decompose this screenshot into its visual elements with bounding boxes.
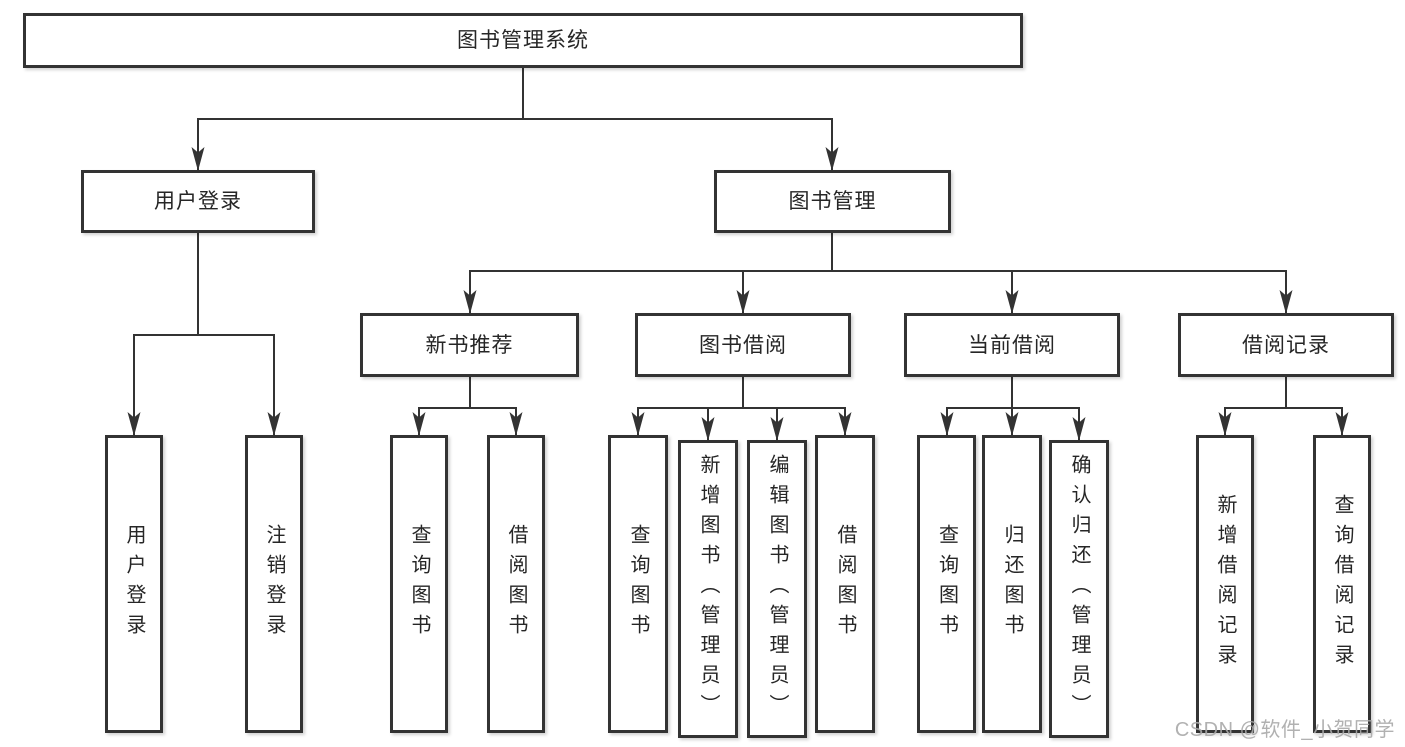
node-label: 编辑图书（管理员） [766, 454, 788, 724]
node-borrowing-records: 借阅记录 [1178, 313, 1394, 377]
node-label: 归还图书 [1001, 524, 1023, 644]
node-label: 当前借阅 [968, 333, 1056, 357]
node-label: 新增借阅记录 [1214, 494, 1236, 674]
node-label: 新增图书（管理员） [697, 454, 719, 724]
node-book-management: 图书管理 [714, 170, 951, 233]
node-new-book-recommend: 新书推荐 [360, 313, 579, 377]
node-leaf-edit-books-admin: 编辑图书（管理员） [747, 440, 807, 738]
node-label: 借阅图书 [505, 524, 527, 644]
csdn-watermark: CSDN @软件_小贺同学 [1174, 719, 1395, 741]
node-label: 图书管理 [788, 190, 877, 213]
node-label: 查询图书 [408, 524, 430, 644]
node-label: 图书借阅 [699, 333, 787, 357]
node-label: 查询图书 [935, 524, 958, 644]
node-leaf-query-books: 查询图书 [608, 435, 668, 733]
node-leaf-user-login: 用户登录 [105, 435, 163, 733]
node-user-login: 用户登录 [81, 170, 315, 233]
node-leaf-borrow-books: 借阅图书 [487, 435, 545, 733]
node-label: 确认归还（管理员） [1068, 454, 1090, 724]
node-leaf-return-books: 归还图书 [982, 435, 1042, 733]
node-leaf-borrow-books: 借阅图书 [815, 435, 875, 733]
node-label: 查询图书 [627, 524, 649, 644]
node-label: 用户登录 [123, 524, 145, 644]
node-leaf-add-books-admin: 新增图书（管理员） [678, 440, 738, 738]
node-label: 图书管理系统 [457, 29, 589, 52]
node-leaf-query-borrow-record: 查询借阅记录 [1313, 435, 1371, 733]
node-leaf-query-books: 查询图书 [390, 435, 448, 733]
node-book-borrowing: 图书借阅 [635, 313, 851, 377]
node-library-management-system: 图书管理系统 [23, 13, 1023, 68]
node-leaf-add-borrow-record: 新增借阅记录 [1196, 435, 1254, 733]
node-label: 借阅记录 [1242, 333, 1330, 357]
node-leaf-query-books: 查询图书 [917, 435, 976, 733]
node-label: 注销登录 [263, 524, 285, 644]
node-leaf-logout: 注销登录 [245, 435, 303, 733]
node-leaf-confirm-return-admin: 确认归还（管理员） [1049, 440, 1109, 738]
node-label: 用户登录 [154, 190, 242, 213]
node-current-borrowing: 当前借阅 [904, 313, 1120, 377]
node-label: 查询借阅记录 [1331, 494, 1353, 674]
node-label: 借阅图书 [834, 524, 856, 644]
node-label: 新书推荐 [425, 333, 514, 357]
